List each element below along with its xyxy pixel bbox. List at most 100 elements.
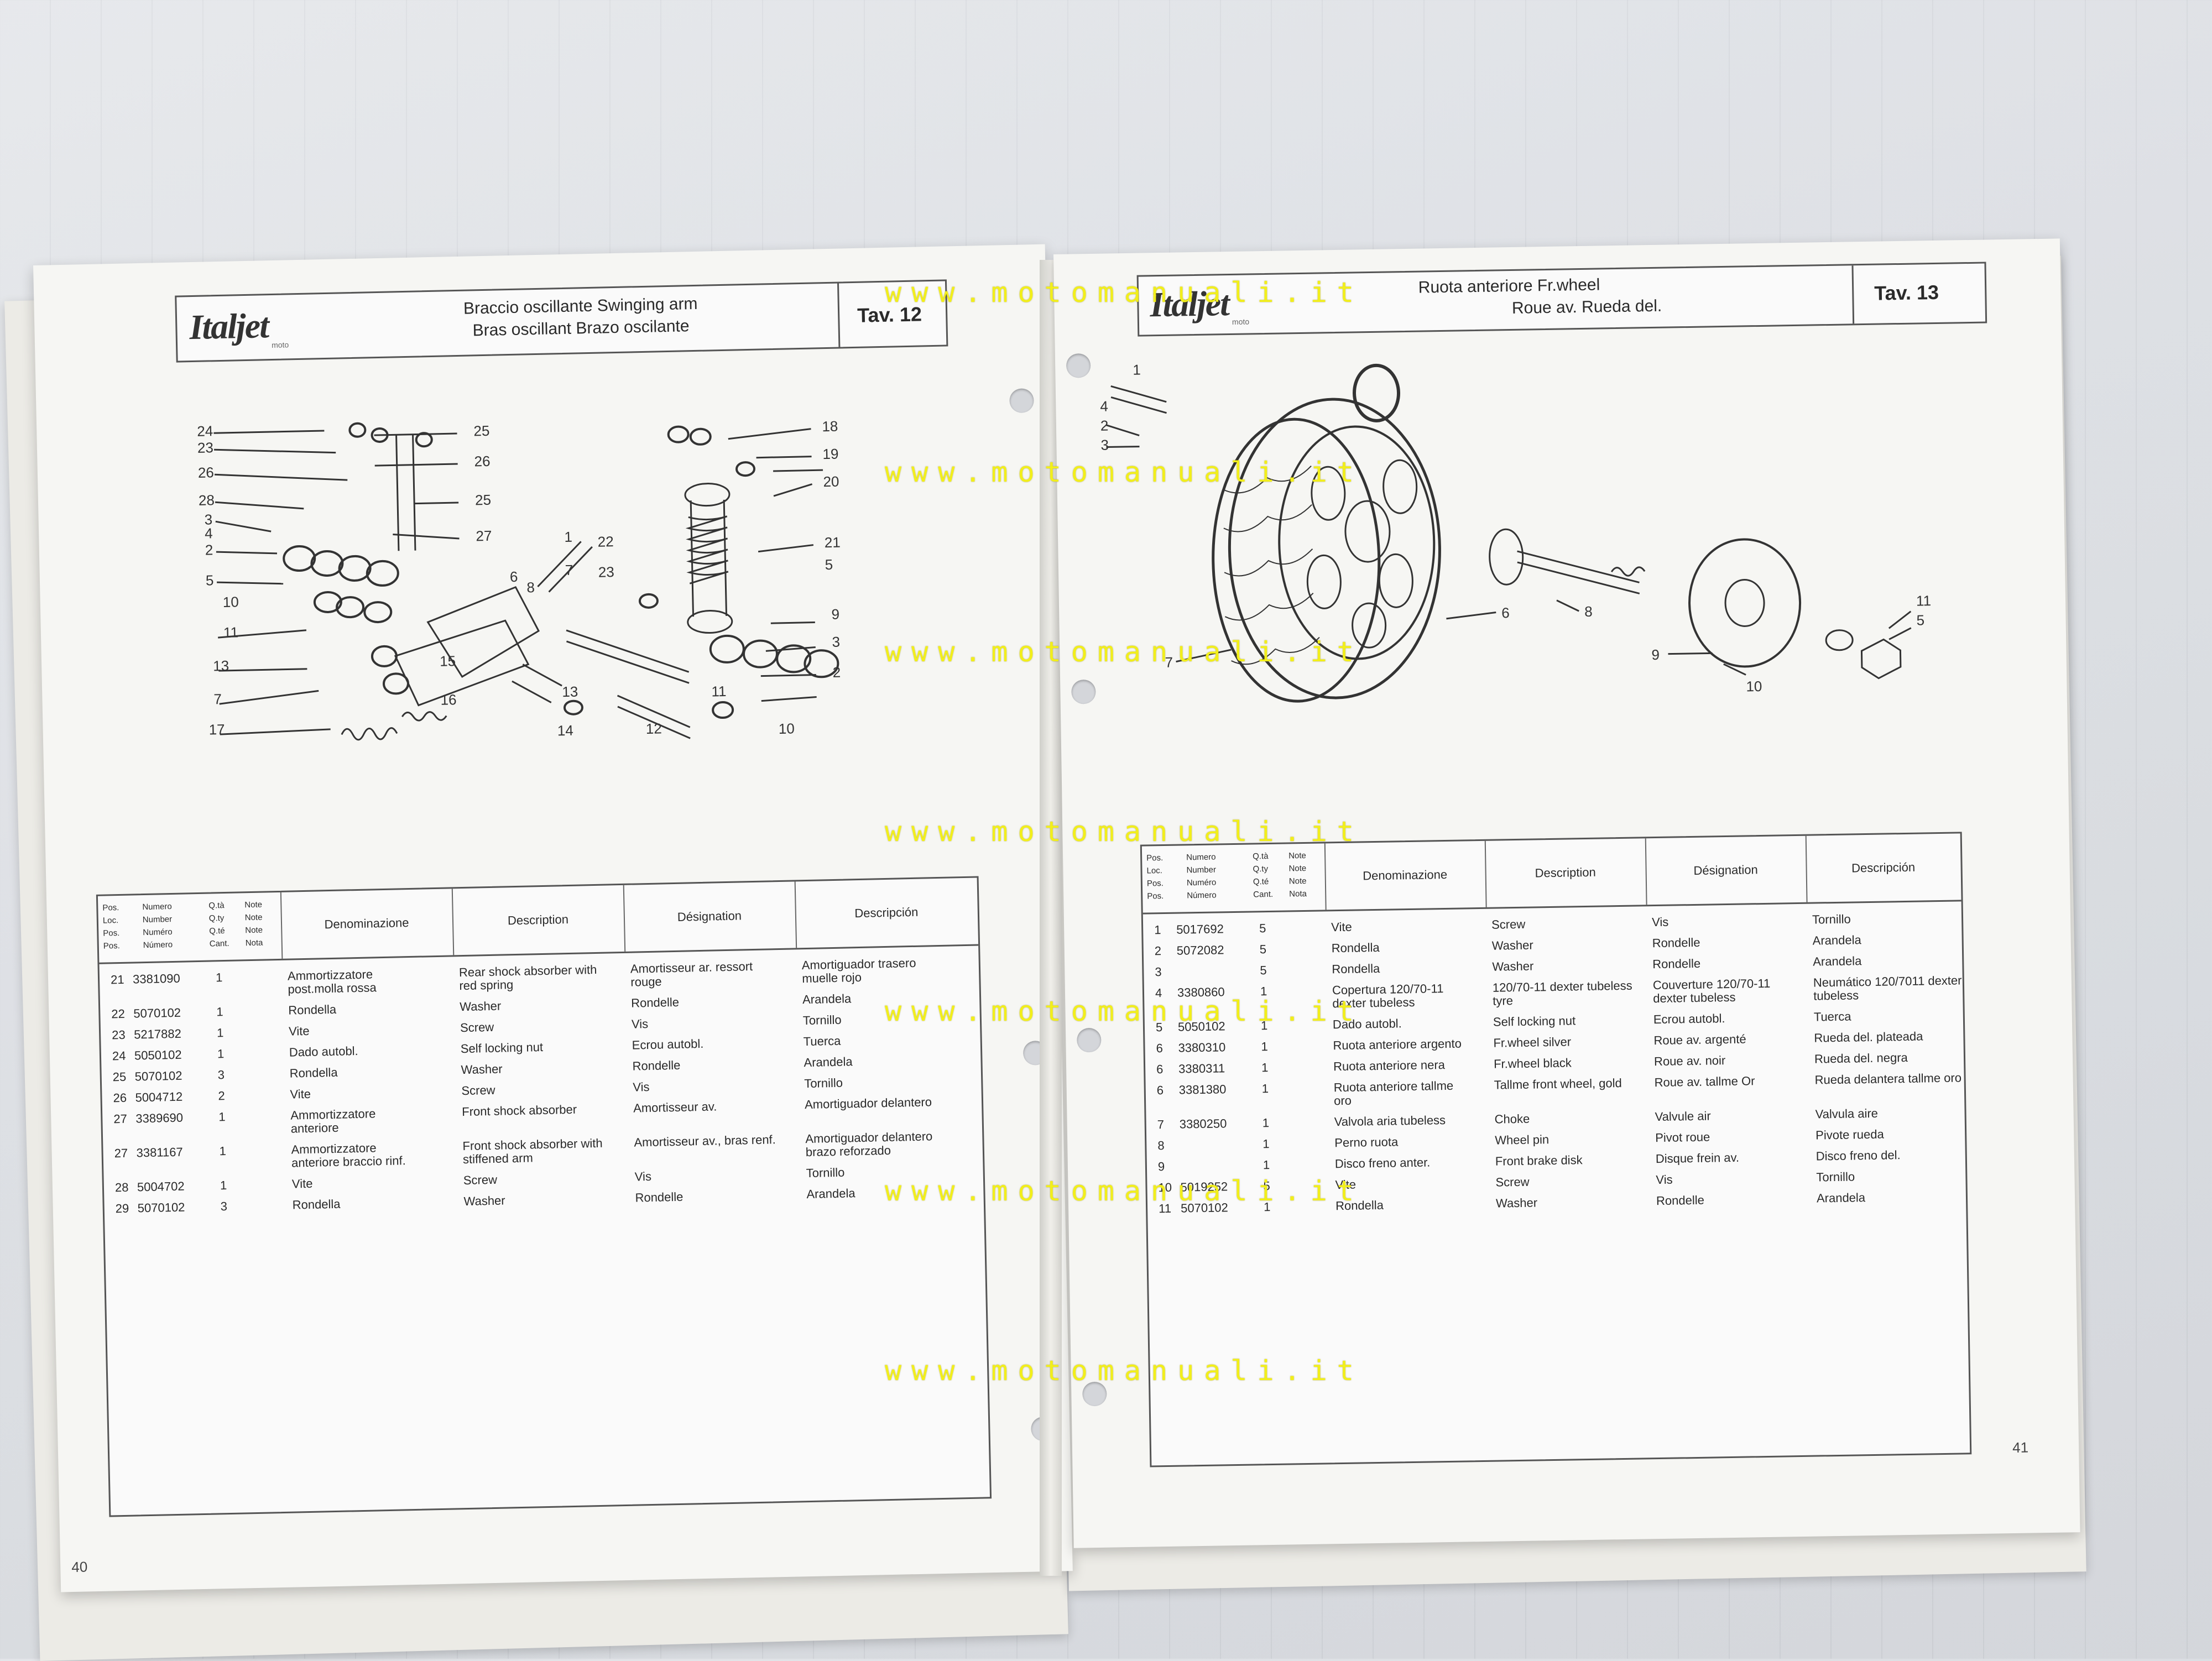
callout-24: 24 <box>197 422 213 440</box>
watermark-5: www.motomanuali.it <box>885 995 1364 1027</box>
table-cell: 21 <box>110 972 124 987</box>
table-cell: 8 <box>1157 1138 1165 1153</box>
table-cell: Front brake disk <box>1495 1153 1583 1168</box>
table-cell: 5 <box>1260 963 1267 978</box>
table-cell: 6 <box>1156 1083 1164 1098</box>
callout-20: 20 <box>823 473 839 490</box>
table-cell: Couverture 120/70-11 dexter tubeless <box>1652 976 1771 1006</box>
callout-27: 27 <box>476 527 492 545</box>
table-cell: Rueda delantera tallme oro <box>1814 1070 1962 1087</box>
table-cell: Rondella <box>292 1197 341 1212</box>
table-cell: 7 <box>1157 1117 1165 1132</box>
table-cell: 1 <box>220 1178 227 1193</box>
col-denominazione: Denominazione <box>280 889 455 959</box>
callout-9: 9 <box>1651 646 1660 663</box>
table-cell: Dado autobl. <box>289 1044 358 1059</box>
table-cell: Ruota anteriore argento <box>1333 1036 1462 1053</box>
table-cell: Ecrou autobl. <box>632 1036 704 1052</box>
table-cell: Tornillo <box>1812 912 1851 927</box>
table-cell: 27 <box>114 1146 128 1161</box>
table-cell: Rondella <box>1332 961 1380 976</box>
table-cell: Ammortizzatore post.molla rossa <box>287 967 377 996</box>
callout-12: 12 <box>645 720 662 737</box>
table-cell: Vis <box>631 1017 649 1031</box>
table-cell: Arandela <box>1816 1190 1866 1205</box>
table-cell: 3381167 <box>136 1145 183 1160</box>
table-cell: 28 <box>114 1180 129 1195</box>
table-cell: Roue av. tallme Or <box>1654 1074 1755 1090</box>
table-cell: 1 <box>1261 1040 1268 1054</box>
callout-13b: 13 <box>562 683 578 701</box>
table-cell: 2 <box>1154 944 1162 958</box>
table-cell: Arandela <box>1812 933 1861 948</box>
table-cell: 3 <box>217 1068 225 1082</box>
callout-2: 2 <box>205 541 213 558</box>
table-cell: Rondella <box>288 1002 337 1017</box>
table-cell: Fr.wheel black <box>1493 1056 1572 1071</box>
watermark-7: www.motomanuali.it <box>885 1355 1364 1387</box>
logo-subtext: moto <box>271 340 289 350</box>
left-header: Italjet moto Braccio oscillante Swinging… <box>175 279 948 363</box>
page-number-right: 41 <box>2012 1439 2029 1456</box>
table-cell: Valvola aria tubeless <box>1334 1113 1446 1129</box>
table-cell: 22 <box>111 1006 126 1021</box>
table-cell: Rondelle <box>632 1058 681 1073</box>
table-cell: 1 <box>216 1005 223 1019</box>
table-cell: Screw <box>460 1020 494 1035</box>
table-cell: Amortiguador delantero <box>804 1095 932 1112</box>
table-cell: Choke <box>1494 1111 1530 1126</box>
table-cell: 3380310 <box>1178 1040 1226 1055</box>
table-cell: 1 <box>219 1144 227 1158</box>
callout-22: 22 <box>597 533 614 550</box>
table-cell: 1 <box>216 1026 224 1040</box>
table-cell: Wheel pin <box>1495 1132 1550 1147</box>
col-description: Description <box>1484 838 1647 907</box>
table-cell: Washer <box>1492 959 1534 974</box>
callout-2b: 2 <box>832 664 841 681</box>
col-denominazione: Denominazione <box>1324 840 1487 910</box>
table-cell: Vite <box>290 1087 311 1101</box>
callout-3: 3 <box>1100 436 1109 453</box>
table-cell: Screw <box>1491 917 1526 932</box>
callout-8: 8 <box>526 579 535 596</box>
table-cell: Self locking nut <box>460 1040 544 1056</box>
table-cell: Disco freno del. <box>1815 1148 1901 1163</box>
watermark-6: www.motomanuali.it <box>885 1175 1364 1207</box>
table-cell: Front shock absorber <box>461 1102 577 1119</box>
table-cell: Neumático 120/7011 dexter tubeless <box>1813 973 1962 1003</box>
table-cell: Pivot roue <box>1655 1130 1710 1145</box>
callout-19: 19 <box>822 446 839 463</box>
callout-6: 6 <box>1501 604 1510 621</box>
table-cell: Rondella <box>289 1065 338 1080</box>
col-description: Description <box>451 885 626 955</box>
callout-11: 11 <box>223 624 239 641</box>
callout-7: 7 <box>1165 654 1173 671</box>
table-cell: Tuerca <box>1813 1009 1851 1024</box>
logo-subtext: moto <box>1232 317 1250 326</box>
callout-9: 9 <box>831 606 839 623</box>
table-cell: Valvule air <box>1655 1109 1711 1124</box>
table-cell: Self locking nut <box>1493 1014 1576 1029</box>
table-cell: 5070102 <box>137 1200 185 1215</box>
table-cell: Fr.wheel silver <box>1493 1035 1572 1050</box>
table-cell: Rondelle <box>635 1189 684 1205</box>
table-cell: Screw <box>1495 1174 1530 1189</box>
table-cell: Tornillo <box>802 1012 842 1028</box>
table-cell: Rear shock absorber with red spring <box>458 962 597 993</box>
callout-4: 4 <box>205 525 213 541</box>
callout-21: 21 <box>824 534 841 551</box>
table-cell: Pivote rueda <box>1815 1127 1884 1142</box>
table-cell: 6 <box>1156 1062 1164 1077</box>
table-cell: 25 <box>112 1069 127 1084</box>
table-cell: Rueda del. negra <box>1814 1050 1908 1066</box>
callout-14: 14 <box>557 722 574 739</box>
callout-10b: 10 <box>779 720 795 737</box>
